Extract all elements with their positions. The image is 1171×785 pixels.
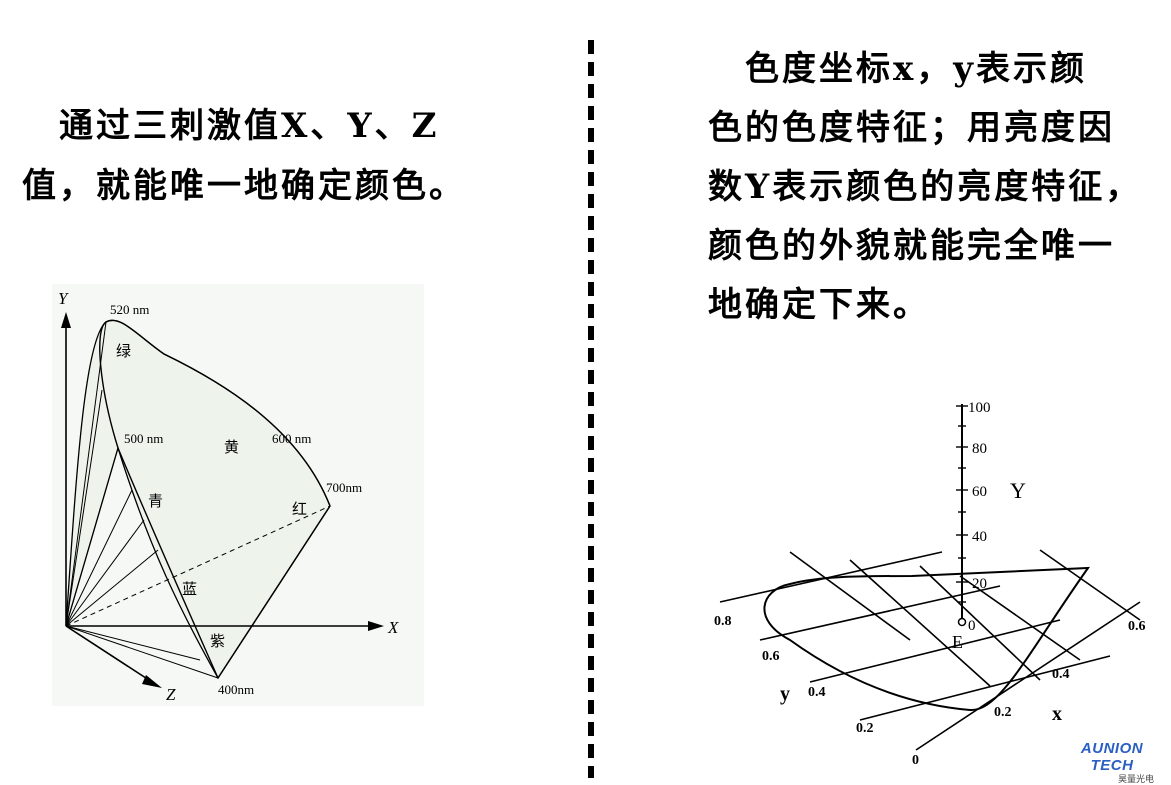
luminance-tick-20: 20 [972,576,987,592]
y-tick-0.4: 0.4 [808,685,826,700]
color-label-blue: 蓝 [182,581,197,598]
aunion-tech-logo: AUNION TECH 昊量光电 [1060,740,1164,785]
x-tick-0.2: 0.2 [994,705,1012,720]
y-tick-0.8: 0.8 [714,614,732,629]
left-paragraph-line-2: 值，就能唯一地确定颜色。 [22,166,466,206]
xyz-color-space-diagram: Y X Z 520 nm 500 nm 600 nm 700nm 400nm 绿… [52,284,424,706]
luminance-axis-label: Y [1010,478,1026,503]
y-axis-arrow [61,312,71,328]
luminance-tick-0: 0 [968,618,976,634]
origin-rays [65,321,331,679]
right-paragraph: 色度坐标x，y表示颜 色的色度特征；用亮度因 数Y表示颜色的亮度特征， 颜色的外… [708,40,1142,335]
y-axis-label: Y [58,289,69,308]
z-axis-arrow [142,675,162,688]
y-tick-0.2: 0.2 [856,721,874,736]
luminance-tick-60: 60 [972,484,987,500]
wavelength-500-label: 500 nm [124,431,163,446]
luminance-ticks [956,405,968,603]
right-paragraph-line-1: 色度坐标x，y表示颜 [708,49,1088,89]
x-tick-0.4: 0.4 [1052,667,1070,682]
left-paragraph: 通过三刺激值X、Y、Z 值，就能唯一地确定颜色。 [22,96,466,216]
wavelength-400-label: 400nm [218,682,254,697]
purple-line [217,505,331,679]
xyY-chromaticity-diagram: 100 80 60 40 20 0 Y E 0.8 0.6 0.4 0.2 0 … [714,400,1146,768]
y-tick-0.6: 0.6 [762,649,780,664]
color-label-green: 绿 [116,343,131,360]
luminance-tick-40: 40 [972,529,987,545]
logo-brand-subtext: 昊量光电 [1117,774,1154,784]
right-paragraph-line-3: 数Y表示颜色的亮度特征， [708,167,1143,207]
wavelength-600-label: 600 nm [272,431,311,446]
right-paragraph-line-2: 色的色度特征；用亮度因 [708,108,1115,148]
wavelength-700-label: 700nm [326,480,362,495]
wavelength-520-label: 520 nm [110,302,149,317]
grid-y-lines [789,549,1141,687]
z-axis-line [65,625,153,683]
luminance-tick-80: 80 [972,441,987,457]
y-axis-label: y [780,683,790,705]
right-paragraph-line-4: 颜色的外貌就能完全唯一 [708,226,1115,266]
dashed-divider [588,40,594,778]
right-paragraph-line-5: 地确定下来。 [708,285,930,325]
spectral-locus [763,566,1090,712]
color-label-red: 红 [292,501,307,518]
x-axis-label: x [1052,703,1062,725]
locus-left-curve [99,321,119,449]
white-point-label: E [952,632,963,652]
locus-outer-curve [105,319,331,507]
luminance-tick-100: 100 [968,400,991,416]
grid-x-lines [719,551,1141,751]
z-axis-label: Z [166,685,176,704]
y-tick-0: 0 [912,753,919,768]
x-axis-label: X [387,618,399,637]
x-tick-0.6: 0.6 [1128,619,1146,634]
color-label-purple: 紫 [210,633,225,650]
color-label-cyan: 青 [148,493,163,510]
x-axis-arrow [368,621,384,631]
color-label-yellow: 黄 [224,439,239,456]
white-point-marker [957,617,967,627]
logo-brand-text: AUNION TECH [1080,740,1144,774]
locus-inner-curve [117,447,219,679]
left-paragraph-line-1: 通过三刺激值X、Y、Z [22,106,440,146]
